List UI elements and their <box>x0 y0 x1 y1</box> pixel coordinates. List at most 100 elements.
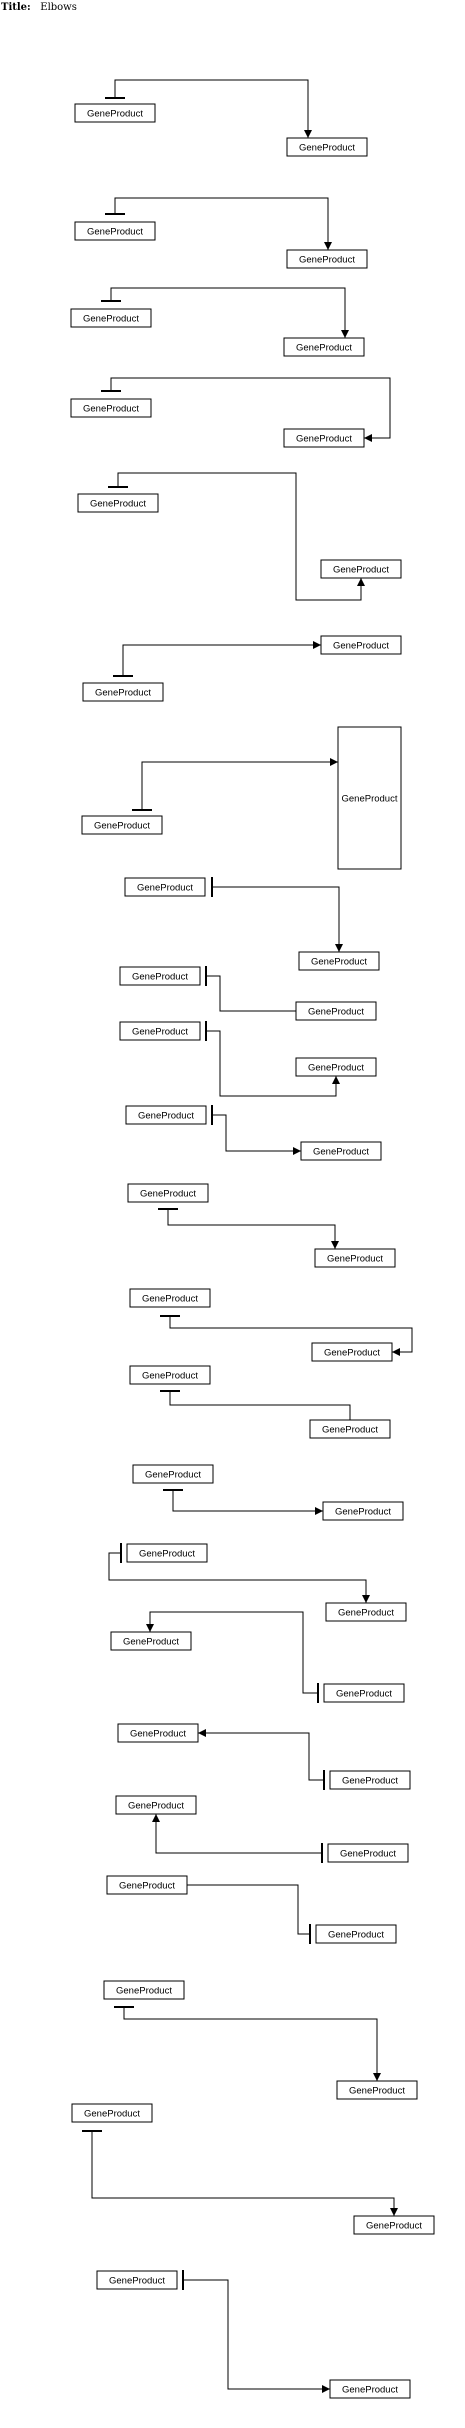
node-box <box>315 1924 397 1944</box>
gene-product-node[interactable]: GeneProduct <box>129 1288 211 1308</box>
gene-product-node[interactable]: GeneProduct <box>300 1141 382 1161</box>
node-box <box>329 2379 411 2399</box>
gene-product-node[interactable]: GeneProduct <box>336 2080 418 2100</box>
gene-product-node[interactable]: GeneProduct <box>295 1057 377 1077</box>
gene-product-node[interactable]: GeneProduct <box>125 1105 207 1125</box>
gene-product-node[interactable]: GeneProduct <box>295 1001 377 1021</box>
gene-product-node[interactable]: GeneProduct <box>106 1875 188 1895</box>
node-label: GeneProduct <box>342 794 398 805</box>
gene-product-node[interactable]: GeneProduct <box>320 635 402 655</box>
node-box <box>314 1248 396 1268</box>
gene-product-node[interactable]: GeneProduct <box>119 1021 201 1041</box>
elbow-connector-arrow <box>152 1814 322 1854</box>
gene-product-node[interactable]: GeneProduct <box>283 337 365 357</box>
node-label: GeneProduct <box>340 1849 396 1860</box>
edges-layer <box>82 79 413 2393</box>
node-label: GeneProduct <box>311 957 367 968</box>
elbow-connector-arrow <box>212 1114 301 1155</box>
gene-product-node[interactable]: GeneProduct <box>70 308 152 328</box>
gene-product-node[interactable]: GeneProduct <box>327 1843 409 1863</box>
gene-product-node[interactable]: GeneProduct <box>129 1365 211 1385</box>
gene-product-node[interactable]: GeneProduct <box>74 221 156 241</box>
gene-product-node[interactable]: GeneProduct <box>329 1770 411 1790</box>
node-box <box>323 1683 405 1703</box>
elbow-connector-arrow <box>169 1316 413 1356</box>
gene-product-node[interactable]: GeneProduct <box>115 1795 197 1815</box>
elbow-connector-arrow <box>108 1552 370 1603</box>
node-label: GeneProduct <box>132 1027 188 1038</box>
node-label: GeneProduct <box>95 688 151 699</box>
gene-product-node[interactable]: GeneProduct <box>314 1248 396 1268</box>
gene-product-node[interactable]: GeneProduct <box>103 1980 185 2000</box>
gene-product-node[interactable]: GeneProduct <box>127 1183 209 1203</box>
gene-product-node[interactable]: GeneProduct <box>337 726 402 870</box>
gene-product-node[interactable]: GeneProduct <box>320 559 402 579</box>
gene-product-node[interactable]: GeneProduct <box>71 2103 153 2123</box>
elbow-connector-arrow <box>117 472 365 601</box>
gene-product-node[interactable]: GeneProduct <box>353 2215 435 2235</box>
node-box <box>81 815 163 835</box>
node-label: GeneProduct <box>142 1294 198 1305</box>
gene-product-node[interactable]: GeneProduct <box>126 1543 208 1563</box>
node-box <box>127 1183 209 1203</box>
node-label: GeneProduct <box>83 314 139 325</box>
gene-product-node[interactable]: GeneProduct <box>311 1342 393 1362</box>
gene-product-node[interactable]: GeneProduct <box>309 1419 391 1439</box>
node-label: GeneProduct <box>336 1689 392 1700</box>
gene-product-node[interactable]: GeneProduct <box>286 137 368 157</box>
node-box <box>96 2270 178 2290</box>
gene-product-node[interactable]: GeneProduct <box>117 1723 199 1743</box>
node-box <box>336 2080 418 2100</box>
elbow-connector-arrow <box>114 79 312 138</box>
node-label: GeneProduct <box>87 227 143 238</box>
node-label: GeneProduct <box>313 1147 369 1158</box>
node-box <box>283 337 365 357</box>
title-value: Elbows <box>40 2 77 13</box>
gene-product-node[interactable]: GeneProduct <box>70 398 152 418</box>
node-label: GeneProduct <box>327 1254 383 1265</box>
node-label: GeneProduct <box>296 434 352 445</box>
node-label: GeneProduct <box>90 499 146 510</box>
node-label: GeneProduct <box>123 1637 179 1648</box>
gene-product-node[interactable]: GeneProduct <box>323 1683 405 1703</box>
gene-product-node[interactable]: GeneProduct <box>81 815 163 835</box>
node-label: GeneProduct <box>119 1881 175 1892</box>
elbow-connector-arrow <box>141 758 338 810</box>
gene-product-node[interactable]: GeneProduct <box>132 1464 214 1484</box>
gene-product-node[interactable]: GeneProduct <box>77 493 159 513</box>
node-box <box>337 726 402 870</box>
gene-product-node[interactable]: GeneProduct <box>110 1631 192 1651</box>
node-box <box>119 1021 201 1041</box>
node-box <box>129 1288 211 1308</box>
gene-product-node[interactable]: GeneProduct <box>286 249 368 269</box>
gene-product-node[interactable]: GeneProduct <box>74 103 156 123</box>
elbow-connector-arrow <box>206 1030 340 1097</box>
nodes-layer: GeneProductGeneProductGeneProductGenePro… <box>70 103 435 2399</box>
node-box <box>70 308 152 328</box>
node-label: GeneProduct <box>94 821 150 832</box>
gene-product-node[interactable]: GeneProduct <box>322 1501 404 1521</box>
elbow-connector-arrow <box>146 1611 318 1694</box>
gene-product-node[interactable]: GeneProduct <box>283 428 365 448</box>
gene-product-node[interactable]: GeneProduct <box>329 2379 411 2399</box>
node-box <box>295 1001 377 1021</box>
node-label: GeneProduct <box>338 1608 394 1619</box>
gene-product-node[interactable]: GeneProduct <box>96 2270 178 2290</box>
gene-product-node[interactable]: GeneProduct <box>315 1924 397 1944</box>
elbow-connector-arrow <box>110 287 349 338</box>
title-label: Title: <box>1 2 31 13</box>
gene-product-node[interactable]: GeneProduct <box>119 966 201 986</box>
gene-product-node[interactable]: GeneProduct <box>82 682 164 702</box>
gene-product-node[interactable]: GeneProduct <box>124 877 206 897</box>
elbow-connector-arrow <box>198 1729 324 1781</box>
gene-product-node[interactable]: GeneProduct <box>298 951 380 971</box>
node-box <box>115 1795 197 1815</box>
node-box <box>132 1464 214 1484</box>
node-box <box>117 1723 199 1743</box>
node-box <box>110 1631 192 1651</box>
gene-product-node[interactable]: GeneProduct <box>325 1602 407 1622</box>
node-box <box>71 2103 153 2123</box>
node-label: GeneProduct <box>299 255 355 266</box>
node-label: GeneProduct <box>83 404 139 415</box>
node-label: GeneProduct <box>145 1470 201 1481</box>
